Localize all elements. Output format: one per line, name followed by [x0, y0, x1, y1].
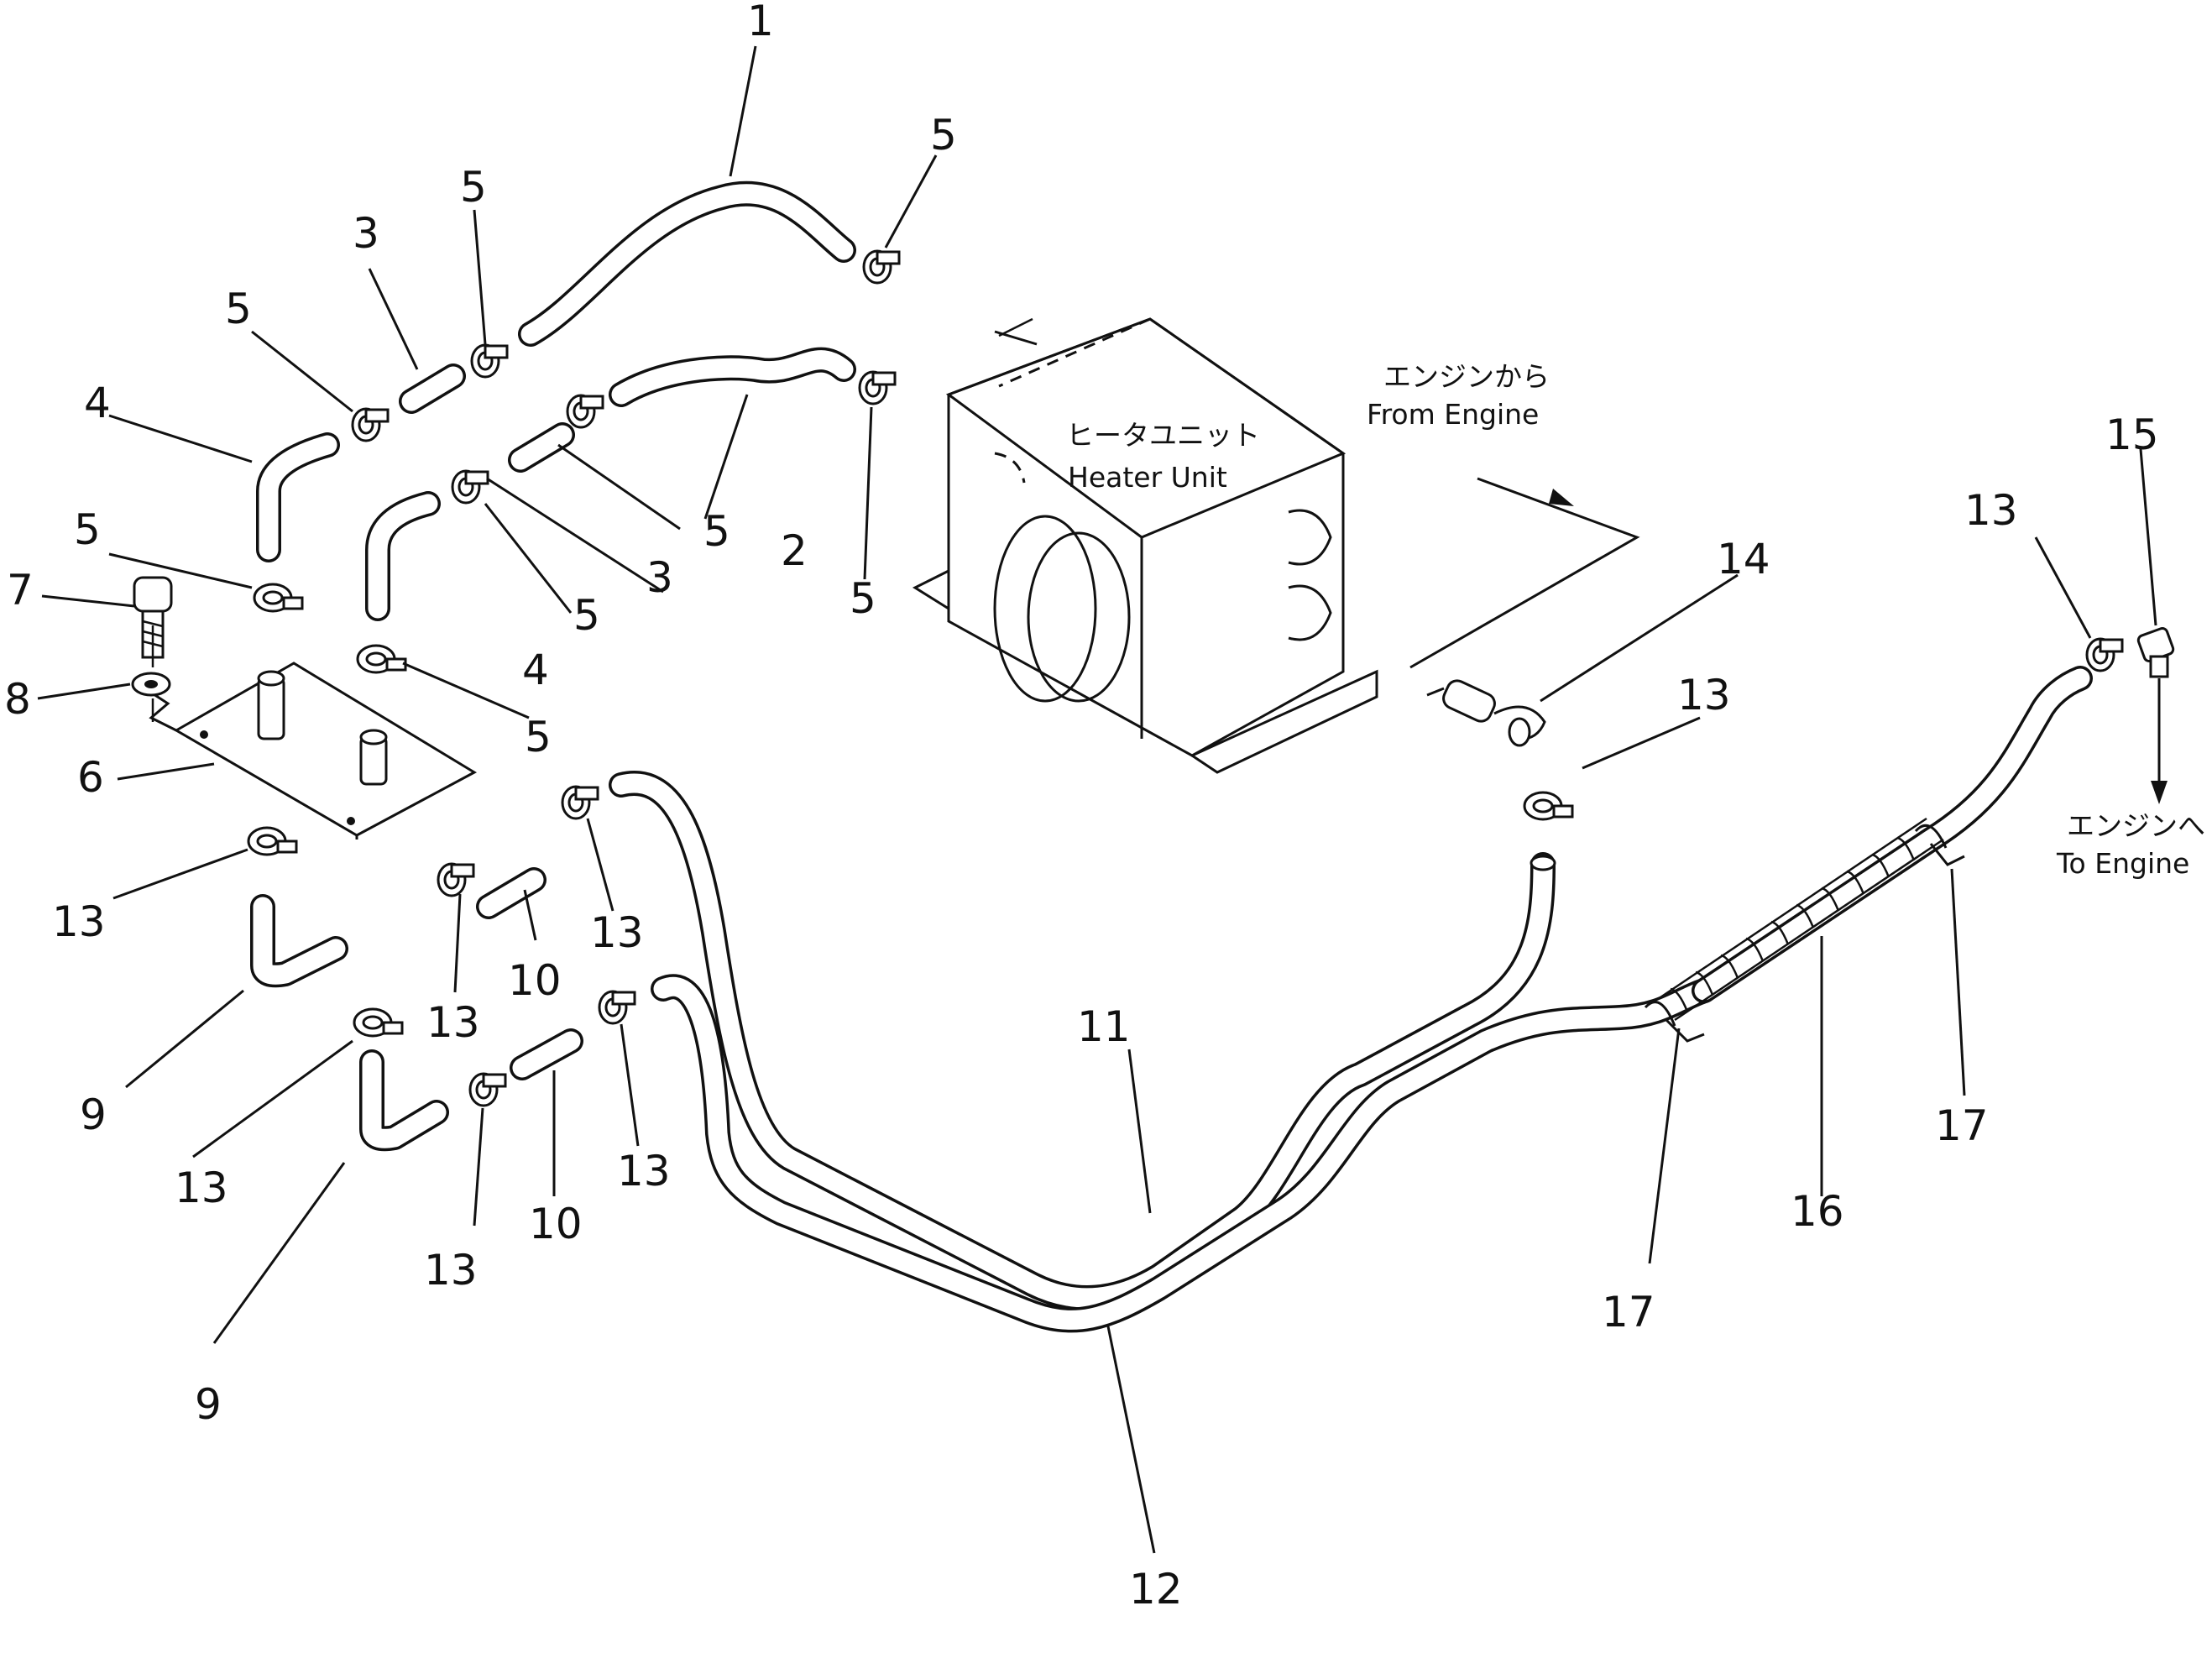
callout-15: 15 — [2105, 411, 2159, 459]
clamp-13-d — [353, 1007, 404, 1038]
clamp-5-hose1-end — [862, 249, 901, 285]
to-engine-arrow — [2151, 678, 2168, 804]
callout-5: 5 — [225, 285, 252, 333]
clamp-13-e — [468, 1072, 507, 1107]
from-engine-label-jp: エンジンから — [1383, 360, 1550, 393]
callout-6: 6 — [77, 753, 104, 802]
to-engine-label-en: To Engine — [2056, 847, 2189, 880]
hose-1 — [518, 180, 856, 347]
tube-10-upper — [476, 867, 546, 919]
washer-8 — [131, 672, 171, 697]
callout-11: 11 — [1077, 1002, 1131, 1051]
heater-unit — [912, 317, 1378, 774]
callout-13: 13 — [175, 1164, 228, 1212]
elbow-9-lower — [359, 1049, 449, 1152]
callout-14: 14 — [1717, 535, 1770, 583]
hose-11 — [609, 771, 1556, 1310]
clamp-5-e — [253, 583, 304, 613]
callout-13: 13 — [426, 998, 480, 1047]
clamp-13-h — [2085, 637, 2124, 672]
elbow-4-left — [256, 432, 340, 562]
callout-13: 13 — [617, 1147, 671, 1195]
elbow-9-upper — [250, 894, 348, 988]
hose-2 — [609, 347, 856, 407]
clamp-13-b — [437, 862, 475, 897]
clamp-17-right — [1914, 824, 1965, 866]
callout-10: 10 — [508, 956, 562, 1005]
callout-13: 13 — [1677, 671, 1731, 719]
callout-4: 4 — [522, 646, 549, 694]
clamp-13-g — [1523, 791, 1574, 821]
callout-13: 13 — [590, 908, 644, 957]
callout-numbers: 1 5 5 3 5 4 5 7 8 6 13 9 13 9 2 5 3 5 4 … — [4, 0, 2159, 1614]
hose-11-end — [1530, 855, 1556, 871]
clamp-5-a — [351, 407, 390, 442]
callout-17: 17 — [1602, 1288, 1655, 1336]
callout-5: 5 — [850, 574, 876, 623]
cock-14 — [1426, 679, 1546, 747]
clamp-5-c — [566, 394, 604, 429]
from-engine-label-en: From Engine — [1367, 398, 1539, 431]
clamp-5-d — [451, 469, 489, 505]
to-engine-label-jp: エンジンへ — [2067, 809, 2205, 842]
callout-5: 5 — [703, 507, 730, 556]
clamp-5-hose2-end — [858, 370, 897, 405]
callout-8: 8 — [4, 675, 31, 724]
callout-13: 13 — [1964, 486, 2018, 535]
callout-7: 7 — [7, 566, 34, 615]
clamp-5-f — [356, 644, 407, 674]
clamp-17-left — [1644, 1001, 1705, 1043]
elbow-4-right — [365, 491, 441, 621]
callout-2: 2 — [781, 526, 808, 575]
callout-17: 17 — [1935, 1101, 1989, 1150]
clamp-13-a — [247, 826, 298, 856]
heater-unit-label-jp: ヒータユニット — [1066, 419, 1260, 452]
elbow-fitting-15 — [2136, 626, 2175, 678]
hose-12 — [651, 666, 2093, 1333]
clamp-13-f — [598, 990, 636, 1025]
tube-3-lower — [508, 422, 575, 473]
clamp-5-b — [470, 343, 509, 379]
callout-3: 3 — [353, 209, 379, 258]
callout-1: 1 — [747, 0, 774, 45]
callout-3: 3 — [646, 553, 673, 602]
protector-16 — [1657, 817, 1944, 1022]
bracket-6 — [149, 662, 478, 840]
tube-10-lower — [510, 1028, 583, 1080]
heater-unit-label-en: Heater Unit — [1068, 461, 1227, 494]
callout-5: 5 — [525, 713, 552, 761]
callout-13: 13 — [52, 897, 106, 946]
leader-lines — [37, 45, 2157, 1554]
callout-10: 10 — [529, 1200, 583, 1248]
callout-16: 16 — [1791, 1187, 1844, 1236]
from-engine-arrow — [1409, 477, 1640, 669]
clamp-13-c — [561, 785, 599, 820]
callout-9: 9 — [80, 1091, 107, 1139]
callout-5: 5 — [573, 591, 600, 640]
callout-12: 12 — [1129, 1565, 1183, 1614]
callout-9: 9 — [195, 1380, 222, 1429]
callout-13: 13 — [424, 1246, 478, 1295]
callout-5: 5 — [930, 111, 957, 160]
tube-3-upper — [399, 364, 466, 414]
callout-5: 5 — [460, 163, 487, 212]
callout-4: 4 — [84, 379, 111, 427]
callout-5: 5 — [74, 505, 101, 554]
